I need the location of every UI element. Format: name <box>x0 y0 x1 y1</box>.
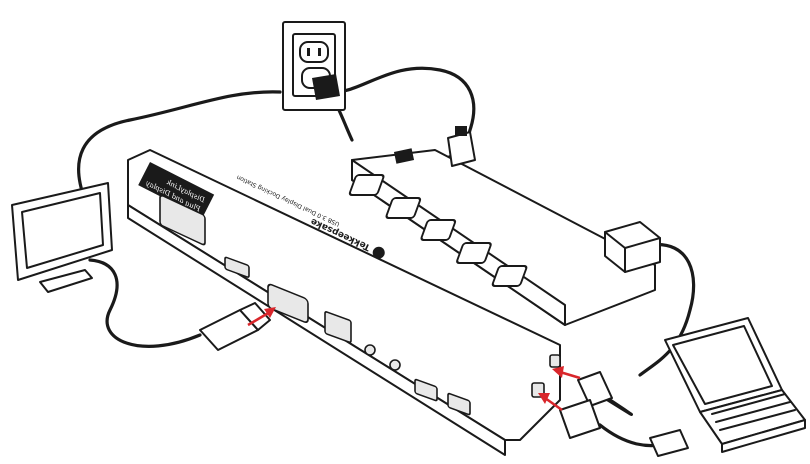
strip-cord-plug <box>447 131 476 167</box>
dock-side-plugs <box>559 371 689 457</box>
monitor <box>11 182 113 293</box>
usb-port-1 <box>414 378 438 402</box>
dc-arrow-icon <box>552 366 564 378</box>
audio-out-port <box>364 344 376 356</box>
usb-arrow-icon <box>538 393 550 404</box>
mic-in-port <box>389 359 401 371</box>
ethernet-port <box>324 311 352 344</box>
laptop-screen <box>672 325 773 405</box>
laptop-keys <box>711 393 796 431</box>
strip-outlet-4 <box>456 242 492 264</box>
power-adapter <box>604 221 661 273</box>
strip-cord-collar <box>455 126 467 136</box>
outlet-socket-top <box>299 41 329 63</box>
laptop-base <box>721 419 806 453</box>
usb-upstream-port <box>549 354 561 368</box>
monitor-video-cable <box>88 258 202 348</box>
dc-arrow-line <box>559 370 581 380</box>
dvi-port <box>159 194 206 246</box>
monitor-power-cord <box>77 90 282 202</box>
vga-arrow-icon <box>264 307 276 318</box>
usb-b-plug <box>559 399 601 439</box>
strip-outlet-5 <box>491 265 528 287</box>
vga-arrow-line <box>247 310 271 327</box>
strip-outlet-1 <box>348 174 385 196</box>
laptop <box>664 317 806 453</box>
label-panel <box>138 162 215 218</box>
power-switch-icon <box>393 148 415 164</box>
dc-plug <box>577 371 613 407</box>
monitor-stand <box>39 269 93 293</box>
monitor-screen <box>21 192 104 269</box>
vga-port <box>267 283 309 324</box>
adapter-cord <box>638 242 696 377</box>
connection-arrows <box>247 307 581 412</box>
hdmi-port <box>224 256 250 278</box>
adapter-edges <box>604 231 661 273</box>
wall-outlet <box>282 21 346 111</box>
usb-port-2 <box>447 392 471 416</box>
usb-a-plug <box>649 429 689 457</box>
dock-ports <box>159 194 561 416</box>
dock-front-lip <box>127 204 506 456</box>
usb-arrow-line <box>544 396 563 412</box>
docking-station: DisplayLink Plug and Display Tekkeepsake… <box>127 149 561 456</box>
outlet-slot-left <box>307 48 310 56</box>
strip-outlets <box>348 174 528 287</box>
strip-outlet-3 <box>420 219 457 241</box>
strip-outlet-2 <box>385 197 422 219</box>
wall-plug <box>312 74 340 100</box>
dc-cable <box>598 393 633 416</box>
adapter-body <box>604 221 661 273</box>
vga-connector <box>199 302 271 351</box>
power-strip <box>348 126 656 326</box>
brand-logo-icon <box>372 246 385 259</box>
outlet-slot-right <box>318 48 321 56</box>
